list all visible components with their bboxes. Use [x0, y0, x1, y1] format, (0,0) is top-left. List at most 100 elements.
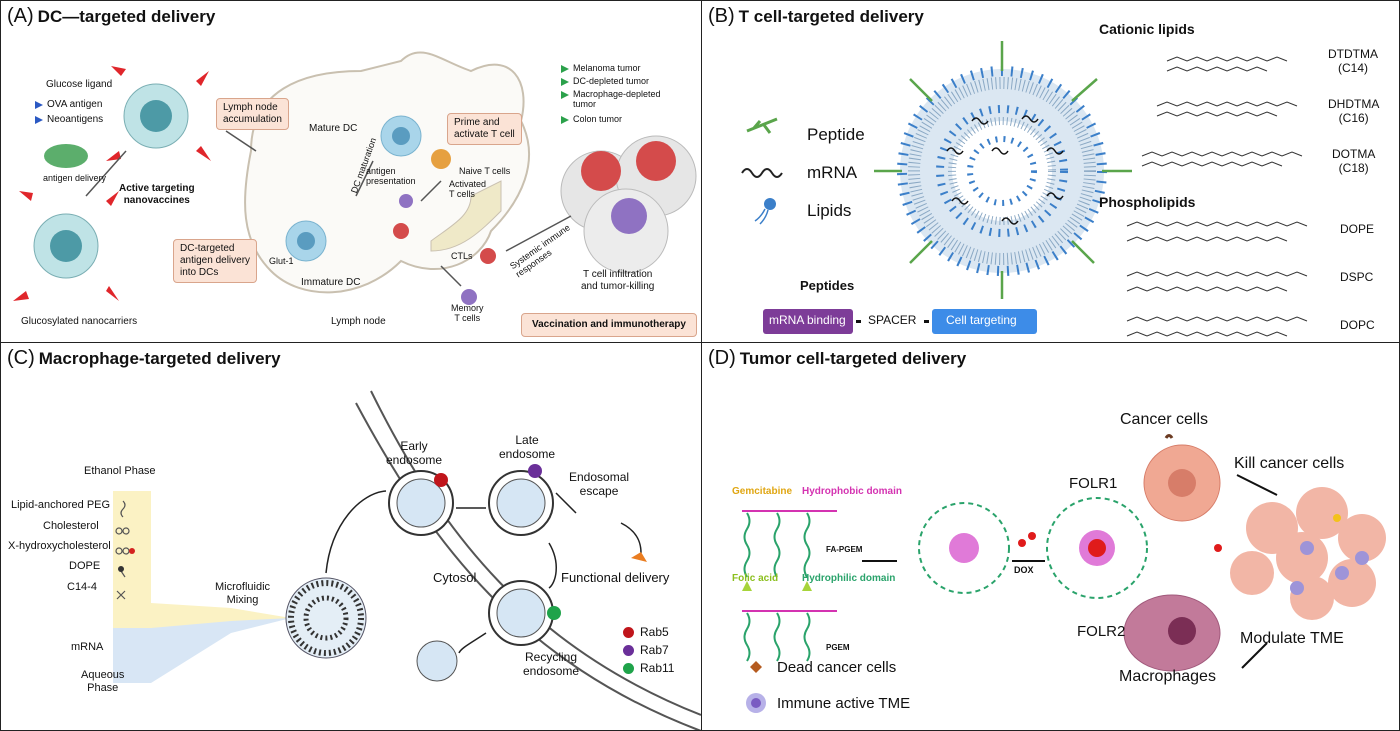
nanoparticle-left	[33, 213, 99, 279]
glucosylated-label: Glucosylated nanocarriers	[21, 316, 138, 327]
panel-a-graphics	[13, 51, 697, 305]
gemcitabine-label: Gemcitabine	[732, 486, 793, 497]
ctl-icon	[393, 223, 409, 239]
panel-c-label: (C)	[7, 347, 35, 369]
antigen-bullets	[35, 101, 43, 124]
lipid-structures	[1126, 56, 1308, 337]
immune-tme-icon	[746, 693, 766, 713]
late-endosome	[488, 464, 554, 536]
aqueous-label: Aqueous Phase	[81, 669, 125, 694]
late-endosome-label: Late endosome	[499, 433, 556, 461]
neoantigens-label: Neoantigens	[47, 114, 104, 125]
glucose-ligand-label: Glucose ligand	[46, 79, 113, 90]
lipid-peg-label: Lipid-anchored PEG	[11, 499, 111, 511]
folic-acid-label: Folic acid	[732, 573, 779, 584]
nanoparticle-active	[123, 83, 189, 149]
activated-t-cell-icon	[399, 194, 413, 208]
c14-4-label: C14-4	[67, 581, 97, 593]
flow-arrows-d	[862, 474, 1278, 669]
dotma-label: DOTMA (C18)	[1332, 147, 1376, 175]
peptides-heading: Peptides	[800, 278, 855, 293]
lnp-structure	[874, 41, 1132, 299]
rab5-dot	[623, 627, 634, 639]
functional-protein-icon	[631, 552, 647, 562]
mrna-input-label: mRNA	[71, 641, 104, 653]
ethanol-phase-band	[113, 491, 291, 643]
vaccination-box: Vaccination and immunotherapy	[521, 313, 697, 337]
hydrophilic-label: Hydrophilic domain	[802, 573, 896, 584]
panel-b-graphics	[741, 41, 1308, 337]
endosome-arrows	[325, 490, 642, 654]
glucose-ligands	[13, 66, 211, 301]
immature-dc-label: Immature DC	[301, 277, 361, 288]
recycling-endosome-label: Recycling endosome	[523, 650, 580, 678]
panel-d: (D)Tumor cell-targeted delivery Gemcitab…	[701, 342, 1400, 731]
panel-c-title: (C)Macrophage-targeted delivery	[7, 347, 281, 370]
panel-a-title: (A)DC—targeted delivery	[7, 5, 215, 28]
cytosol-label: Cytosol	[433, 570, 477, 585]
early-endosome-label: Early endosome	[386, 439, 443, 467]
panel-d-label: (D)	[708, 347, 736, 369]
dox-dot-2	[1028, 532, 1036, 540]
mrna-binding-label: mRNA binding	[769, 313, 846, 327]
panel-b-title: (B)T cell-targeted delivery	[708, 5, 924, 28]
cancer-cells-label: Cancer cells	[1120, 411, 1209, 428]
panel-b: (B)T cell-targeted delivery Peptide mRNA…	[701, 0, 1400, 343]
tumor-item-4: Colon tumor	[573, 114, 623, 124]
panel-b-label: (B)	[708, 5, 735, 27]
macrophage-icon	[1123, 594, 1221, 672]
fa-pgem-label: FA-PGEM	[826, 545, 863, 554]
panel-a: (A)DC—targeted delivery Glucose ligand O…	[0, 0, 702, 343]
ethanol-phase-label: Ethanol Phase	[84, 465, 156, 477]
recycling-endosome	[488, 580, 561, 646]
rab7-legend: Rab7	[623, 643, 669, 658]
spacer-label: SPACER	[868, 313, 917, 327]
panel-d-title: (D)Tumor cell-targeted delivery	[708, 347, 966, 370]
aqueous-phase-band	[113, 618, 291, 683]
antigen-presentation-label: antigen presentation	[366, 166, 416, 187]
cancer-cell-icon	[1143, 434, 1221, 522]
flow-arrows	[85, 130, 572, 287]
lipid-icon	[754, 198, 776, 225]
legend-lipids: Lipids	[807, 201, 852, 220]
modulate-label: Modulate TME	[1240, 630, 1344, 647]
rab5-legend: Rab5	[623, 625, 669, 640]
cell-targeting-block	[932, 309, 1037, 334]
memory-t-cells-label: Memory T cells	[451, 303, 484, 324]
dhdtma-label: DHDTMA (C16)	[1328, 97, 1380, 125]
tumor-list-bullets	[561, 65, 569, 124]
polymer-strands	[743, 512, 811, 662]
prime-box: Prime and activate T cell	[447, 113, 522, 145]
ctls-label: CTLs	[451, 251, 473, 261]
tumor-item-1: Melanoma tumor	[573, 63, 641, 73]
naive-t-cell-icon	[431, 149, 451, 169]
folr2-label: FOLR2	[1077, 623, 1126, 640]
panel-b-heading: T cell-targeted delivery	[738, 7, 924, 26]
rab5-label: Rab5	[640, 625, 669, 639]
panel-d-heading: Tumor cell-targeted delivery	[739, 349, 967, 368]
activated-t-cells-label: Activated T cells	[449, 179, 487, 200]
endosomal-escape-label: Endosomal escape	[569, 470, 630, 498]
dope-label: DOPE	[1340, 222, 1375, 236]
functional-delivery-label: Functional delivery	[561, 570, 670, 585]
microfluidic-label: Microfluidic Mixing	[215, 581, 271, 606]
pgem-label: PGEM	[826, 643, 850, 652]
ln-accum-box: Lymph node accumulation	[216, 98, 289, 130]
early-endosome	[388, 470, 454, 536]
panel-d-graphics	[742, 434, 1386, 713]
dtdtma-label: DTDTMA (C14)	[1328, 47, 1378, 75]
dox-dot-1	[1018, 539, 1026, 547]
lymph-node-label: Lymph node	[331, 316, 386, 327]
rab7-dot	[623, 645, 634, 657]
panel-a-label: (A)	[7, 5, 34, 27]
mrna-binding-block	[763, 309, 853, 334]
immune-tme-label: Immune active TME	[777, 695, 911, 712]
rab11-legend: Rab11	[623, 661, 674, 676]
macrophages-label: Macrophages	[1119, 668, 1216, 685]
killed-cancer-cluster	[1214, 487, 1386, 620]
ova-label: OVA antigen	[47, 99, 103, 110]
panel-c: (C)Macrophage-targeted delivery Ethanol …	[0, 342, 702, 731]
dopc-label: DOPC	[1340, 318, 1375, 332]
legend-mrna: mRNA	[807, 163, 858, 182]
micelle-empty	[918, 502, 1010, 594]
